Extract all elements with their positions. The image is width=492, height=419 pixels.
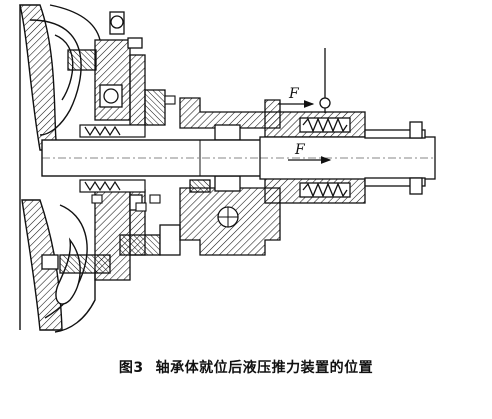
force-arrow-top: F [278,86,315,108]
housing-upper [67,11,166,126]
figure-caption: 图3 轴承体就位后液压推力装置的位置 [0,357,492,377]
force-label-shaft: F [294,142,306,158]
main-shaft [41,139,273,177]
hydraulic-thrust-device [259,111,436,204]
figure-number: 图3 [118,360,144,376]
seal-springs [79,124,146,193]
bolts [91,95,176,212]
lifting-sling [319,48,331,113]
force-arrow-shaft: F [288,142,332,164]
figure-title: 轴承体就位后液压推力装置的位置 [155,360,374,376]
force-label-top: F [288,86,300,102]
